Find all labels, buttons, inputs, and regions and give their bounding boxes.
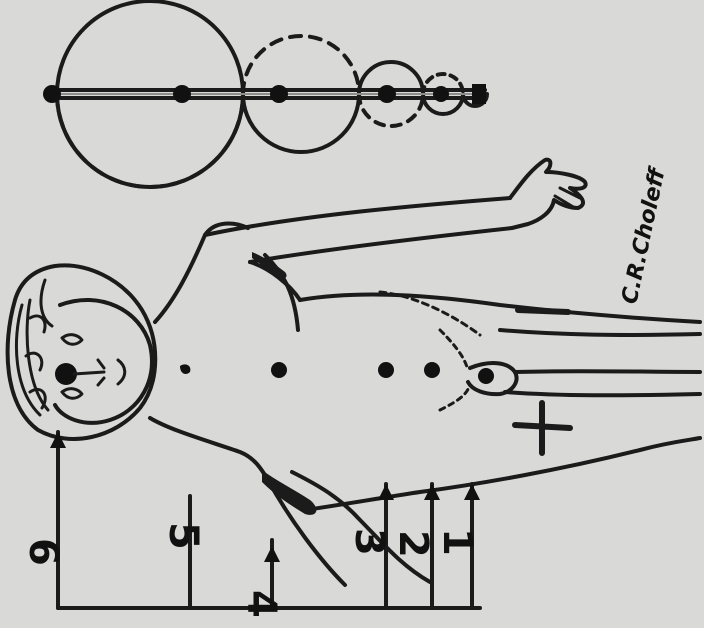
minus-sign [518, 310, 568, 312]
level-label-2: 2 [390, 530, 436, 558]
dashed-circle-large [57, 94, 243, 187]
arm-upper-line [205, 198, 510, 235]
eye-left [62, 335, 82, 345]
circle-chain [43, 1, 487, 187]
artist-signature: C.R.Choleff [617, 164, 671, 307]
armpit-shadow [262, 470, 316, 515]
rod-dot [433, 86, 449, 102]
level-label-5: 5 [160, 522, 206, 550]
throat-mark [180, 364, 190, 374]
level-label-3: 3 [346, 528, 392, 556]
torso-right-edge [268, 438, 700, 510]
rod-dot [378, 85, 396, 103]
mouth [118, 360, 125, 384]
solid-circle-medium [243, 94, 359, 152]
chakra-dot-sacral [424, 362, 440, 378]
leg-left [500, 330, 700, 335]
rod-dot [270, 85, 288, 103]
head [8, 265, 156, 439]
nose [74, 372, 104, 374]
arm-lower-line [250, 228, 512, 262]
leg-right [505, 392, 700, 395]
dashed-circle-medium [243, 36, 359, 94]
rod-dot [173, 85, 191, 103]
chakra-dot-heart [271, 362, 287, 378]
right-shoulder [150, 418, 268, 480]
level-label-6: 6 [20, 538, 66, 566]
eye-right [62, 389, 82, 399]
rod-end [472, 84, 486, 104]
chakra-dot-solar [378, 362, 394, 378]
left-shoulder [155, 224, 248, 322]
face-outline [55, 300, 152, 423]
hair-outline [8, 265, 156, 439]
plus-sign [515, 403, 570, 453]
rod-dot [43, 85, 61, 103]
chakra-dots [180, 362, 440, 378]
level-label-4: 4 [238, 590, 284, 618]
level-label-1: 1 [434, 528, 480, 556]
